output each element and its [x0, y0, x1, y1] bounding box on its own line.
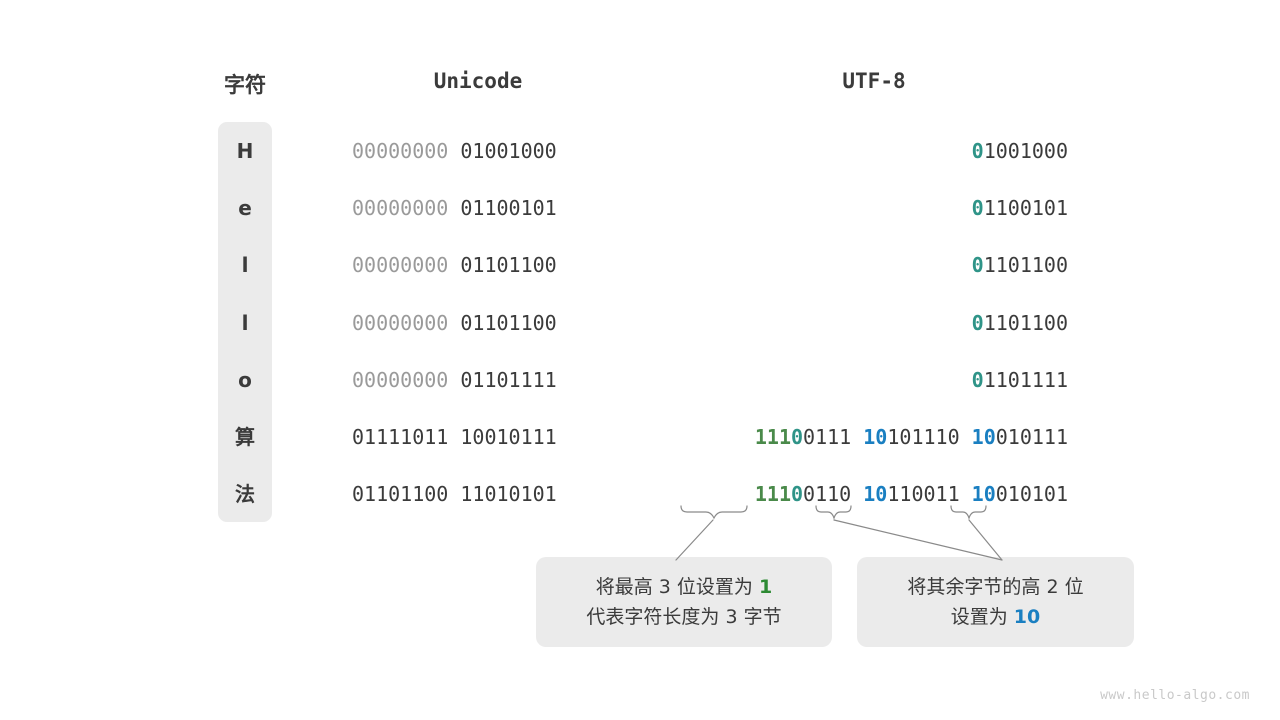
- utf8-binary-cell: 01001000: [680, 137, 1068, 165]
- callout-text-dark: 代表字符长度为 3 字节: [586, 606, 782, 628]
- utf8-bit-segment-teal: 0: [791, 425, 804, 449]
- callout-line: 将最高 3 位设置为 1: [596, 572, 772, 602]
- utf8-bit-segment-blue: 10: [863, 482, 888, 507]
- leader-line-3: [968, 519, 1003, 561]
- utf8-bit-segment-blue: 10: [863, 425, 888, 449]
- unicode-binary-cell: 00000000 01101111: [352, 366, 557, 394]
- utf8-binary-cell: 01100101: [680, 194, 1068, 222]
- utf8-bit-segment-dark: 110011: [887, 482, 972, 507]
- column-header-character: 字符: [224, 73, 266, 97]
- unicode-high-byte: 00000000: [352, 367, 461, 392]
- callout-line: 代表字符长度为 3 字节: [586, 602, 781, 632]
- callout-leading-byte: 将最高 3 位设置为 1 代表字符长度为 3 字节: [536, 557, 832, 647]
- character-cell: l: [241, 310, 249, 335]
- utf8-bit-segment-teal: 0: [971, 253, 984, 278]
- callout-line: 设置为 10: [951, 602, 1041, 632]
- unicode-binary-cell: 00000000 01001000: [352, 137, 557, 165]
- unicode-low-byte: 01001000: [460, 139, 557, 163]
- unicode-low-byte: 01111011 10010111: [352, 425, 557, 449]
- utf8-bit-segment-dark: 1100101: [983, 196, 1068, 221]
- character-cell: 法: [235, 482, 255, 507]
- callout-text-dark: 设置为: [950, 606, 1014, 628]
- utf8-bit-segment-blue: 10: [971, 482, 996, 507]
- utf8-bit-segment-teal: 0: [971, 310, 984, 335]
- utf8-binary-cell: 11100111 10101110 10010111: [680, 423, 1068, 451]
- utf8-bit-segment-green: 111: [754, 482, 791, 507]
- unicode-binary-cell: 00000000 01101100: [352, 251, 557, 279]
- callout-text-dark: 将最高 3 位设置为: [595, 576, 759, 598]
- column-header-unicode: Unicode: [433, 69, 523, 93]
- unicode-binary-cell: 01101100 11010101: [352, 480, 557, 508]
- utf8-bit-segment-dark: 0111: [803, 425, 864, 449]
- utf8-binary-cell: 01101100: [680, 251, 1068, 279]
- character-column-panel: [218, 122, 272, 522]
- utf8-bit-segment-teal: 0: [971, 196, 984, 221]
- callout-text-blue: 10: [1013, 606, 1041, 628]
- column-header-utf8: UTF-8: [842, 69, 906, 93]
- unicode-binary-cell: 00000000 01100101: [352, 194, 557, 222]
- utf8-bit-segment-teal: 0: [971, 367, 984, 392]
- utf8-bit-segment-dark: 1101100: [983, 253, 1068, 278]
- character-cell: e: [238, 196, 252, 221]
- utf8-bit-segment-dark: 0110: [803, 482, 864, 507]
- utf8-bit-segment-dark: 1001000: [983, 139, 1068, 163]
- unicode-low-byte: 01101100: [460, 253, 557, 278]
- unicode-high-byte: 00000000: [352, 196, 461, 221]
- unicode-low-byte: 01101111: [460, 367, 557, 392]
- unicode-high-byte: 00000000: [352, 310, 461, 335]
- callout-text-green: 1: [758, 576, 773, 598]
- callout-continuation-byte: 将其余字节的高 2 位设置为 10: [857, 557, 1134, 647]
- utf8-binary-cell: 01101111: [680, 366, 1068, 394]
- utf8-bit-segment-teal: 0: [791, 482, 804, 507]
- utf8-binary-cell: 01101100: [680, 309, 1068, 337]
- leader-line-1: [675, 519, 714, 561]
- watermark: www.hello-algo.com: [1100, 688, 1250, 703]
- utf8-bit-segment-dark: 101110: [887, 425, 972, 449]
- unicode-binary-cell: 01111011 10010111: [352, 423, 557, 451]
- utf8-bit-segment-blue: 10: [971, 425, 996, 449]
- leader-line-2: [833, 519, 1003, 561]
- unicode-low-byte: 01101100 11010101: [352, 482, 557, 507]
- unicode-binary-cell: 00000000 01101100: [352, 309, 557, 337]
- utf8-bit-segment-green: 111: [754, 425, 791, 449]
- utf8-bit-segment-dark: 010111: [995, 425, 1068, 449]
- callout-text-dark: 将其余字节的高 2 位: [907, 576, 1084, 598]
- unicode-low-byte: 01100101: [460, 196, 557, 221]
- unicode-low-byte: 01101100: [460, 310, 557, 335]
- character-cell: 算: [235, 425, 255, 449]
- character-cell: H: [236, 139, 254, 163]
- callout-line: 将其余字节的高 2 位: [907, 572, 1083, 602]
- utf8-bit-segment-dark: 1101100: [983, 310, 1068, 335]
- character-cell: o: [238, 367, 252, 392]
- utf8-bit-segment-dark: 1101111: [983, 367, 1068, 392]
- utf8-bit-segment-teal: 0: [971, 139, 984, 163]
- character-cell: l: [241, 253, 249, 278]
- unicode-high-byte: 00000000: [352, 139, 461, 163]
- utf8-bit-segment-dark: 010101: [995, 482, 1068, 507]
- unicode-high-byte: 00000000: [352, 253, 461, 278]
- utf8-binary-cell: 11100110 10110011 10010101: [680, 480, 1068, 508]
